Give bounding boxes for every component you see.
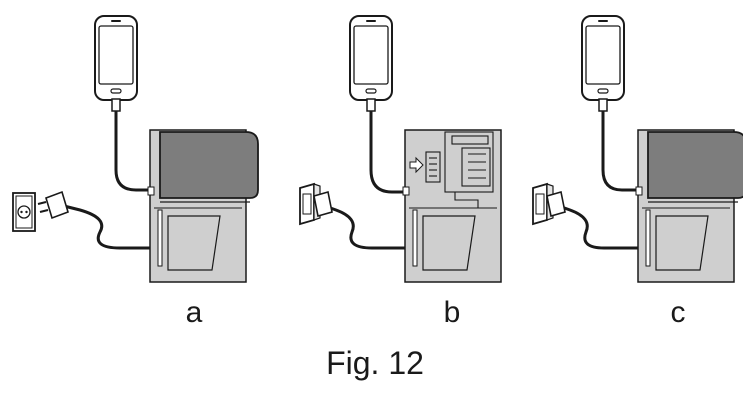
panel-b <box>299 15 502 283</box>
panel-c <box>532 15 743 283</box>
charger-internals <box>425 131 494 209</box>
battery-icon <box>159 131 259 203</box>
arrow-icon <box>409 156 424 174</box>
smartphone-icon <box>349 15 393 112</box>
panel-label-c: c <box>670 296 686 329</box>
wall-socket-icon <box>12 192 36 232</box>
smartphone-icon <box>94 15 138 112</box>
smartphone-icon <box>581 15 625 112</box>
figure-caption: Fig. 12 <box>326 345 424 381</box>
panel-label-a: a <box>185 296 203 329</box>
plug-icon <box>313 190 333 218</box>
battery-icon <box>647 131 743 203</box>
plug-icon <box>37 190 69 220</box>
panel-a <box>12 15 259 283</box>
panel-label-b: b <box>443 296 461 329</box>
plug-icon <box>546 190 566 218</box>
